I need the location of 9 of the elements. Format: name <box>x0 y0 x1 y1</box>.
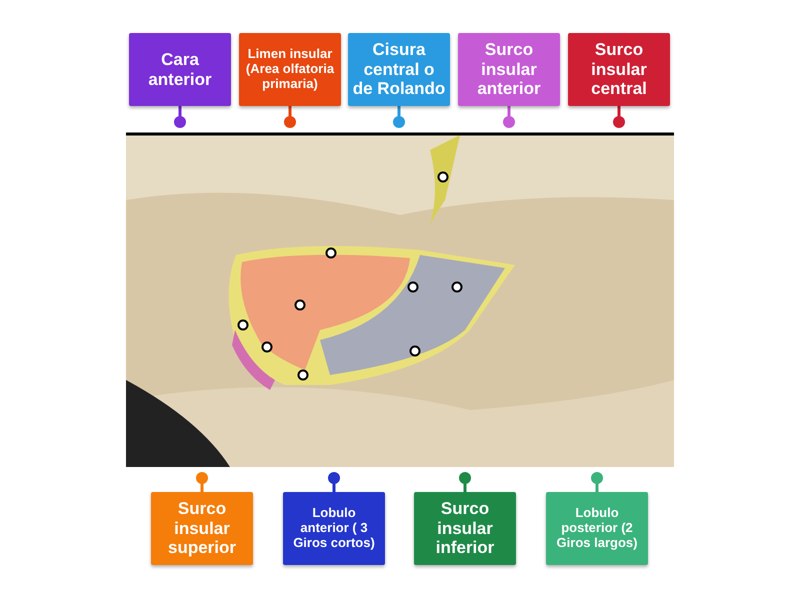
label-card: Cara anterior <box>129 33 231 106</box>
label-card: Surco insular anterior <box>458 33 560 106</box>
label-card: Limen insular (Area olfatoria primaria) <box>239 33 341 106</box>
label-card: Surco insular superior <box>151 492 253 565</box>
label-card: Surco insular inferior <box>414 492 516 565</box>
label-card: Surco insular central <box>568 33 670 106</box>
label-card: Lobulo anterior ( 3 Giros cortos) <box>283 492 385 565</box>
label-card: Cisura central o de Rolando <box>348 33 450 106</box>
label-card: Lobulo posterior (2 Giros largos) <box>546 492 648 565</box>
